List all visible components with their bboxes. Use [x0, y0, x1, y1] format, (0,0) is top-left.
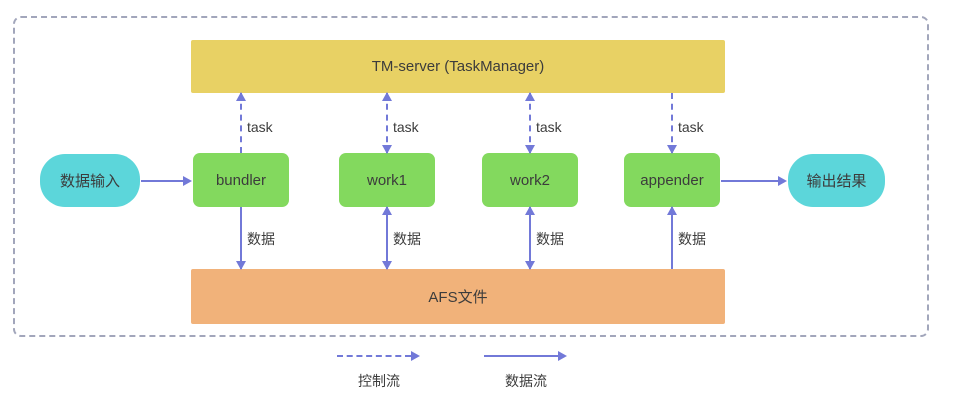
arrow-input-to-bundler	[141, 176, 192, 186]
arrow-task-work2-bidirectional	[525, 92, 535, 154]
arrow-data-work1-bidirectional	[382, 206, 392, 270]
edge-label-task-bundler: task	[247, 119, 273, 135]
diagram-frame	[13, 16, 929, 337]
arrow-data-afs-to-appender	[667, 206, 677, 269]
edge-label-task-work1: task	[393, 119, 419, 135]
node-output-result: 输出结果	[788, 154, 885, 207]
edge-label-data-appender: 数据	[678, 231, 706, 247]
node-tm-server: TM-server (TaskManager)	[191, 40, 725, 93]
node-work1: work1	[339, 153, 435, 207]
arrow-task-appender-down	[667, 93, 677, 154]
arrow-data-work2-bidirectional	[525, 206, 535, 270]
edge-label-task-work2: task	[536, 119, 562, 135]
edge-label-data-bundler: 数据	[247, 231, 275, 247]
node-appender: appender	[624, 153, 720, 207]
legend-control-flow-arrow	[337, 351, 420, 361]
arrow-appender-to-output	[721, 176, 787, 186]
node-work2: work2	[482, 153, 578, 207]
arrow-data-bundler-to-afs	[236, 207, 246, 270]
edge-label-task-appender: task	[678, 119, 704, 135]
node-bundler: bundler	[193, 153, 289, 207]
node-afs-file: AFS文件	[191, 269, 725, 324]
node-data-input: 数据输入	[40, 154, 140, 207]
edge-label-data-work1: 数据	[393, 231, 421, 247]
legend-control-flow-label: 控制流	[358, 373, 400, 389]
edge-label-data-work2: 数据	[536, 231, 564, 247]
legend-data-flow-label: 数据流	[505, 373, 547, 389]
arrow-task-work1-bidirectional	[382, 92, 392, 154]
arrow-task-bundler-up	[236, 92, 246, 153]
legend-data-flow-arrow	[484, 351, 567, 361]
